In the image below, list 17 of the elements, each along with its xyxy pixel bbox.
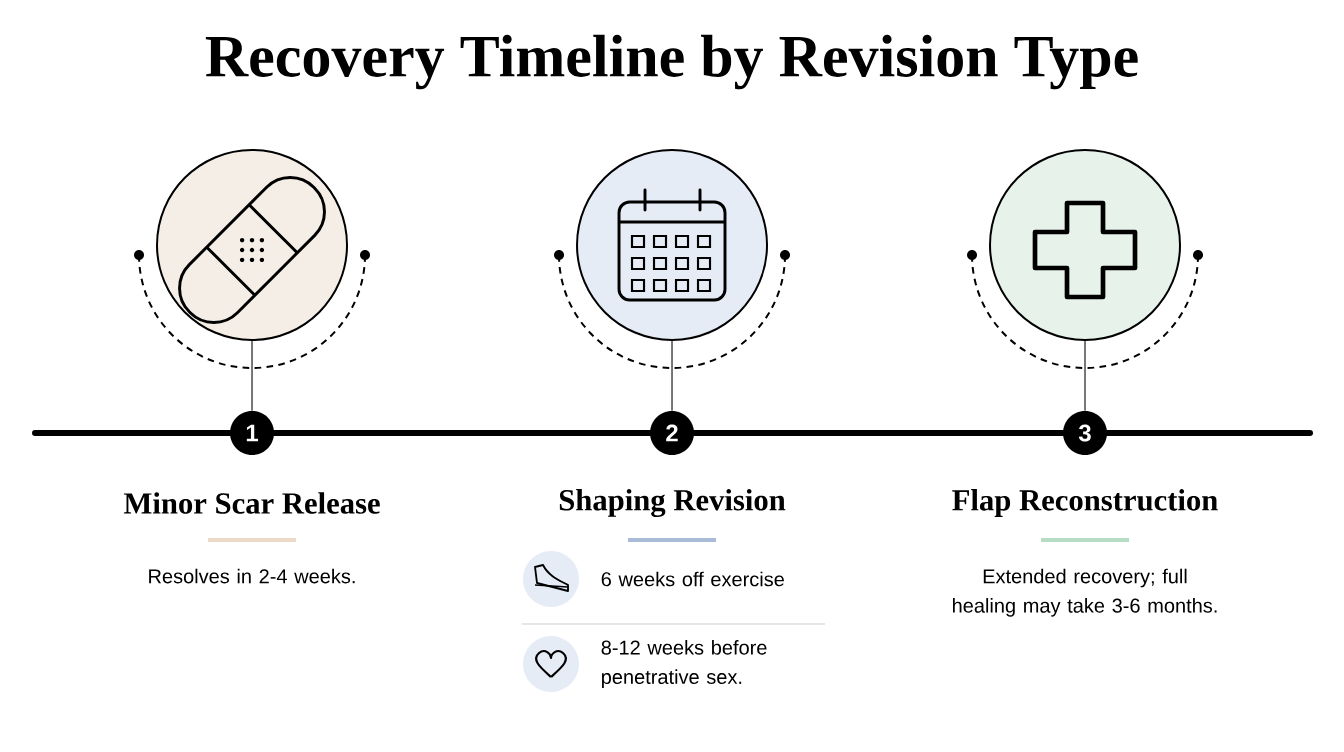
icon-circle [576,149,768,341]
icon-circle [989,149,1181,341]
title: Recovery Timeline by Revision Type [205,34,1138,90]
connector-line [251,340,253,412]
icon-circle [156,149,348,341]
stage-heading: Shaping Revision [559,488,786,517]
connector-line [1084,340,1086,412]
connector-line [671,340,673,412]
description: 6 weeks off exercise [601,571,784,587]
stage-heading: Flap Reconstruction [952,489,1218,517]
description: Resolves in 2-4 weeks. [149,568,355,584]
step-number: 1 [230,411,274,455]
description: 8-12 weeks before penetrative sex. [601,640,767,688]
stage-heading: Minor Scar Release [123,492,380,514]
description: Extended recovery; full healing may take 3-6 months. [953,568,1217,617]
step-number: 2 [650,411,694,455]
step-number: 3 [1063,411,1107,455]
